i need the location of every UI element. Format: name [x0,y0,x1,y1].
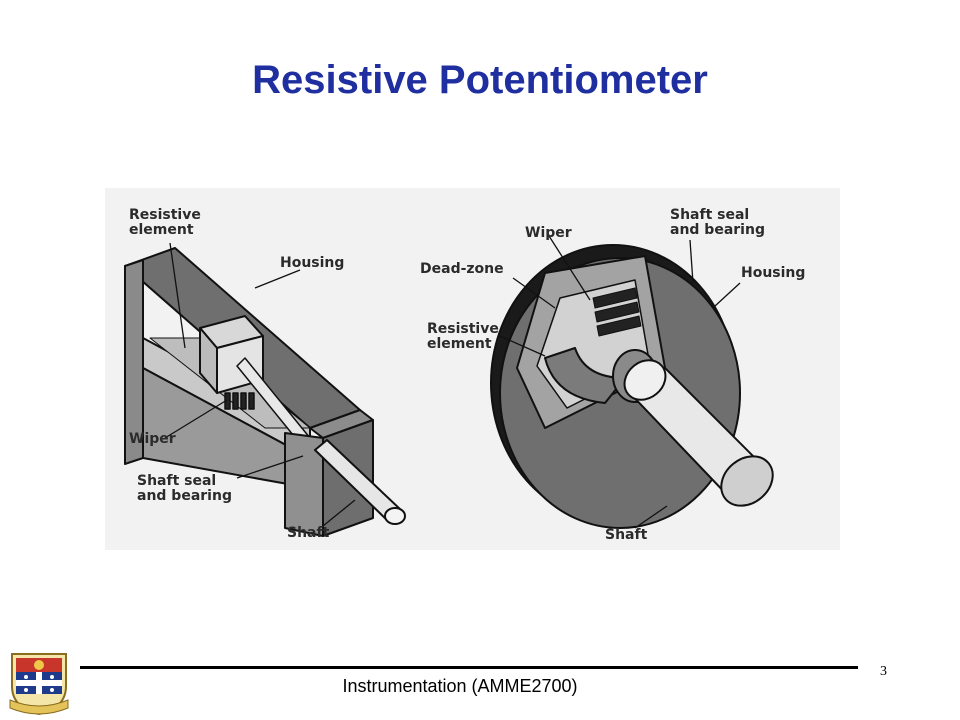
label-housing-rotary: Housing [741,265,806,281]
label-wiper-rotary: Wiper [525,225,572,241]
wiper-contacts [224,392,255,410]
footer-course-title: Instrumentation (AMME2700) [342,676,578,696]
linear-potentiometer [124,247,406,537]
page-number: 3 [880,664,887,679]
label-housing-linear: Housing [280,255,345,271]
rotary-shaft-tip [720,455,774,507]
label-shaft-rotary: Shaft [605,527,648,543]
leader-lines [164,235,741,529]
label-wiper-linear: Wiper [129,431,176,447]
rotary-resistive-element [544,347,626,404]
footer-divider [80,666,858,669]
potentiometer-illustration [124,235,774,537]
university-crest-icon [9,653,69,716]
label-dead-zone-rotary: Dead-zone [420,261,504,277]
rotary-potentiometer [490,244,774,529]
label-shaft-linear: Shaft [287,525,330,541]
linear-shaft-tip [384,507,406,525]
slide-title: Resistive Potentiometer [252,58,708,102]
rotary-wiper [592,287,642,337]
